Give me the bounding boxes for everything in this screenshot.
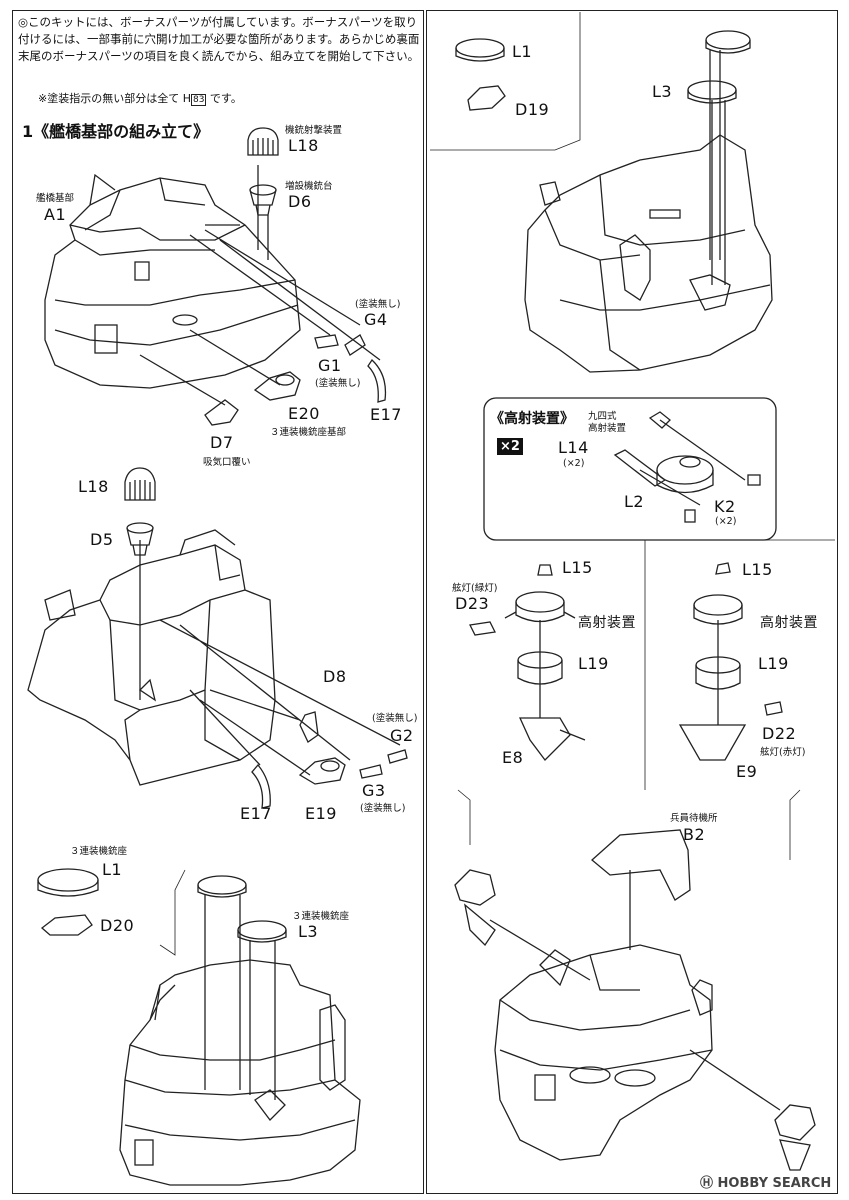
a1-name: 艦橋基部 — [36, 193, 75, 204]
b2-label: B2 — [683, 825, 706, 844]
aa-x2-badge: ×2 — [497, 438, 523, 455]
g4-note: (塗装無し) — [355, 299, 401, 310]
g3-note: (塗装無し) — [360, 803, 406, 814]
d6-name: 増設機銃台 — [285, 181, 333, 192]
l1-label: L1 — [512, 42, 533, 61]
step-1-title: 1《艦橋基部の組み立て》 — [22, 122, 210, 141]
l3b-label: L3 — [298, 922, 319, 941]
g2-label: G2 — [390, 726, 414, 745]
g4-label: G4 — [364, 310, 388, 329]
d20-label: D20 — [100, 916, 135, 935]
paint-code: 83 — [190, 94, 207, 106]
e20-label: E20 — [288, 404, 320, 423]
e9-label: E9 — [736, 762, 758, 781]
aa-title: 《高射装置》 — [490, 411, 574, 427]
paint-note-prefix: ※塗装指示の無い部分は全て H — [38, 92, 191, 105]
intro-line-3: 末尾のボーナスパーツの項目を良く読んでから、組み立てを開始して下さい。 — [18, 49, 420, 63]
right-column-frame — [426, 10, 838, 1194]
l18-label: L18 — [288, 136, 319, 155]
e19-label: E19 — [305, 804, 337, 823]
bridge-base-drawing-5 — [494, 944, 713, 1161]
l3b-name: ３連装機銃座 — [292, 911, 350, 922]
e17-label: E17 — [370, 405, 402, 424]
bridge-base-drawing-2 — [27, 529, 276, 786]
g1-label: G1 — [318, 356, 342, 375]
l2-label: L2 — [624, 492, 645, 511]
l15-label: L15 — [562, 558, 593, 577]
k2-label: K2 — [714, 497, 736, 516]
d22-name: 舷灯(赤灯) — [760, 747, 806, 758]
l14-note: (×2) — [563, 458, 585, 469]
l18-name: 機銃射撃装置 — [285, 125, 343, 136]
intro-line-1: ◎このキットには、ボーナスパーツが付属しています。ボーナスパーツを取り — [18, 15, 418, 29]
intro-line-2: 付けるには、一部事前に穴開け加工が必要な箇所があります。あらかじめ裏面 — [18, 32, 420, 46]
aa-name-2: 高射装置 — [588, 423, 627, 434]
e8-label: E8 — [502, 748, 524, 767]
watermark-logo-icon: Ⓗ — [700, 1176, 714, 1191]
d7-label: D7 — [210, 433, 234, 452]
left-column-frame — [12, 10, 424, 1194]
k2-note: (×2) — [715, 516, 737, 527]
d22-label: D22 — [762, 724, 797, 743]
l14-label: L14 — [558, 438, 589, 457]
bridge-base-drawing-3 — [119, 959, 361, 1186]
watermark: Ⓗ HOBBY SEARCH — [700, 1172, 831, 1191]
aa-device-label-b: 高射装置 — [760, 615, 818, 631]
d19-label: D19 — [515, 100, 550, 119]
d8-label: D8 — [323, 667, 347, 686]
l19b-label: L19 — [758, 654, 789, 673]
l15b-label: L15 — [742, 560, 773, 579]
g1-note: (塗装無し) — [315, 378, 361, 389]
l18b-label: L18 — [78, 477, 109, 496]
bridge-base-drawing-4 — [524, 134, 773, 373]
d23-label: D23 — [455, 594, 490, 613]
paint-note-suffix: です。 — [206, 92, 242, 105]
l1b-name: ３連装機銃座 — [70, 846, 128, 857]
bridge-base-drawing-1 — [44, 173, 301, 389]
e20-name: ３連装機銃座基部 — [270, 427, 347, 438]
g2-note: (塗装無し) — [372, 713, 418, 724]
d5-label: D5 — [90, 530, 114, 549]
l1b-label: L1 — [102, 860, 123, 879]
l3-label: L3 — [652, 82, 673, 101]
aa-device-label: 高射装置 — [578, 615, 636, 631]
a1-label: A1 — [44, 205, 67, 224]
g3-label: G3 — [362, 781, 386, 800]
d7-name: 吸気口覆い — [203, 457, 251, 468]
e17b-label: E17 — [240, 804, 272, 823]
aa-name-1: 九四式 — [588, 411, 617, 422]
l19-label: L19 — [578, 654, 609, 673]
watermark-text: HOBBY SEARCH — [717, 1176, 832, 1191]
d23-name: 舷灯(緑灯) — [452, 583, 498, 594]
b2-name: 兵員待機所 — [670, 813, 718, 824]
d6-label: D6 — [288, 192, 312, 211]
